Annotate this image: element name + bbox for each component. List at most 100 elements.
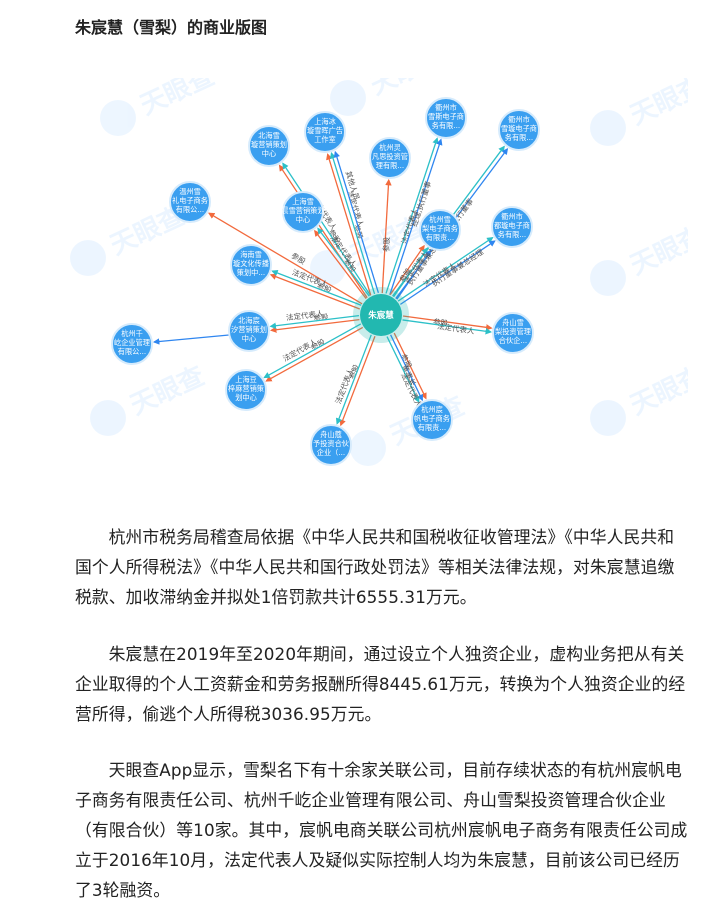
relation-edge [317, 227, 370, 297]
svg-text:天眼查: 天眼查 [626, 221, 688, 281]
company-node-label: 衢州市 [435, 103, 457, 112]
company-node-label: 梨电子商务 [422, 224, 458, 233]
company-node-label: 务有限... [432, 121, 460, 130]
person-node[interactable]: 朱宸慧 [353, 287, 409, 343]
company-node-label: 理有限... [376, 161, 404, 170]
company-node-label: 上海雪 [292, 197, 314, 206]
company-node-label: 杭州千 [121, 329, 143, 338]
relation-edge [386, 336, 420, 403]
company-node[interactable]: 舟山雪梨投资管理合伙企... [492, 312, 534, 354]
company-node[interactable]: 海南雪璇文化传播策划中... [230, 244, 272, 286]
company-node-label: 上海豆 [235, 375, 257, 384]
company-node-label: 凡思投资管 [372, 152, 408, 161]
company-node[interactable]: 衢州市雪璇电子商务有限... [498, 109, 540, 151]
watermark: 天眼查 [590, 71, 705, 146]
company-node[interactable]: 衢州市雪斯电子商务有限... [425, 97, 467, 139]
relation-edge [402, 315, 493, 331]
company-node[interactable]: 杭州灵凡思投资管理有限... [369, 137, 411, 179]
edge-label: 参股 [381, 236, 392, 252]
relation-edge [329, 152, 376, 295]
company-node-label: 有限公... [176, 205, 204, 214]
company-node-label: 有限责... [418, 423, 446, 432]
svg-text:天眼查: 天眼查 [136, 78, 219, 121]
company-node-label: 策划中... [237, 268, 265, 277]
relation-edge [393, 332, 427, 400]
company-node-label: 务有限... [505, 133, 533, 142]
company-node[interactable]: 温州雪礼电子商务有限公... [169, 181, 211, 223]
watermark: 天眼查 [90, 361, 209, 436]
svg-text:天眼查: 天眼查 [626, 78, 688, 131]
company-node-label: 合伙企... [499, 336, 527, 345]
relation-edge [208, 212, 363, 305]
company-node-label: 杭州雪 [429, 215, 451, 224]
relation-edge [152, 334, 230, 345]
company-node-label: 璇雪晖广告 [307, 126, 343, 135]
edge-label: 法定代表人 [285, 308, 324, 322]
company-node-label: 杭州灵 [379, 143, 401, 152]
relation-edge [335, 334, 372, 425]
edge-label: 执行董事兼总经理 [430, 246, 486, 288]
relation-edge [400, 240, 496, 305]
watermark: 天眼查 [100, 61, 219, 136]
company-node-label: 雪斯电子商 [428, 112, 464, 121]
edge-label: 参股 [290, 250, 308, 266]
article-heading: 朱宸慧（雪梨）的商业版图 [75, 18, 268, 37]
company-node-label: 有限责... [426, 233, 454, 242]
watermark: 天眼查 [350, 391, 469, 466]
watermark: 天眼查 [590, 361, 705, 436]
company-node-label: 雪璇电子商 [501, 124, 537, 133]
company-node-label: 务有限... [498, 230, 526, 239]
relation-edge [396, 249, 432, 300]
watermark: 天眼查 [590, 221, 705, 296]
company-node[interactable]: 衢州市都璇电子商务有限... [491, 206, 533, 248]
company-node-label: 璇营销策划 [251, 140, 287, 149]
relation-edge [339, 336, 376, 427]
company-node[interactable]: 杭州千屹企业管理有限公... [111, 323, 153, 365]
relation-edge [397, 237, 494, 302]
company-node-label: 中心 [262, 149, 276, 158]
company-node-label: 中心 [242, 334, 256, 343]
company-node-label: 礼电子商务 [172, 196, 208, 205]
company-node-label: 有限公... [118, 347, 146, 356]
relation-edge [282, 162, 372, 296]
relation-edge [269, 315, 359, 329]
edge-label: 参股 [352, 223, 366, 241]
company-node[interactable]: 杭州雪梨电子商务有限责... [419, 209, 461, 251]
relation-edge [326, 153, 372, 296]
relation-edge [389, 138, 443, 295]
relation-edge [393, 247, 429, 298]
company-node-label: 企业（... [317, 448, 345, 457]
relation-edge [270, 318, 360, 333]
relation-edge [269, 273, 360, 310]
company-node[interactable]: 舟山蔻予投资合伙企业（... [310, 424, 352, 466]
relation-edge [314, 229, 367, 300]
company-node-label: 屹企业管理 [114, 338, 150, 347]
relation-edge [263, 323, 362, 379]
relation-edge [389, 244, 425, 296]
edge-label: 其他人员 [344, 170, 362, 202]
company-node-label: 温州雪 [179, 187, 201, 196]
relation-edge [402, 319, 493, 335]
company-node-label: 中心 [296, 215, 310, 224]
company-node-label: 衢州市 [501, 212, 523, 221]
company-node-label: 晨雪营销策划 [281, 206, 324, 215]
relation-edge [381, 178, 392, 294]
company-node[interactable]: 杭州宸帆电子商务有限责... [411, 399, 453, 441]
svg-text:天眼查: 天眼查 [626, 361, 688, 421]
relation-edge [390, 334, 423, 402]
company-node-label: 帆电子商务 [414, 414, 450, 423]
paragraph-tax-evasion: 朱宸慧在2019年至2020年期间，通过设立个人独资企业，虚构业务把从有关企业取… [75, 643, 686, 724]
relation-edge [333, 150, 380, 293]
company-node-label: 划中心 [235, 393, 257, 402]
relation-edge [265, 326, 364, 382]
paragraph-companies: 天眼查App显示，雪梨名下有十余家关联公司，目前存续状态的有杭州宸帆电子商务有限… [75, 759, 688, 900]
person-node-label: 朱宸慧 [367, 310, 394, 321]
relation-edge [271, 269, 362, 306]
company-node-label: 杭州宸 [421, 405, 443, 414]
company-node-label: 上海冰 [314, 117, 336, 126]
